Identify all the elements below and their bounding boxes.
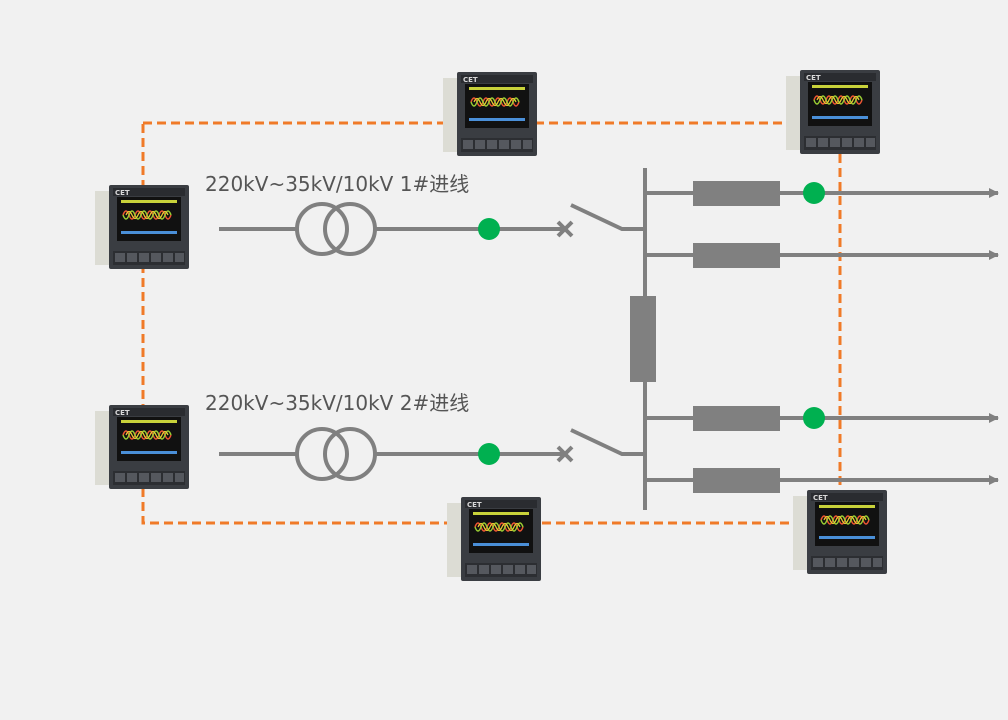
transformer-icon [295,202,377,256]
status-dot [803,182,825,204]
status-dot [478,218,500,240]
power-meter-icon [792,489,888,575]
reactor-icon [693,406,780,431]
meter-brand-text: CET [463,76,478,84]
switch-icon [570,428,645,456]
reactor-icon [630,296,656,382]
meter-brand-text: CET [467,501,482,509]
switch-icon [570,203,645,231]
power-meter-icon [785,69,881,155]
power-meter-icon [442,71,538,157]
power-meter-icon [94,404,190,490]
power-meter-icon [446,496,542,582]
reactor-icon [693,243,780,268]
status-dot [803,407,825,429]
power-meter-icon [94,184,190,270]
transformer-icon [295,427,377,481]
meter-brand-text: CET [115,409,130,417]
meter-brand-text: CET [115,189,130,197]
status-dot [478,443,500,465]
incoming-line-1-label: 220kV~35kV/10kV 1#进线 [205,172,469,196]
reactor-icon [693,181,780,206]
breaker-icon [556,445,574,463]
meter-brand-text: CET [813,494,828,502]
reactor-icon [693,468,780,493]
incoming-line-2-label: 220kV~35kV/10kV 2#进线 [205,391,469,415]
meter-brand-text: CET [806,74,821,82]
breaker-icon [556,220,574,238]
